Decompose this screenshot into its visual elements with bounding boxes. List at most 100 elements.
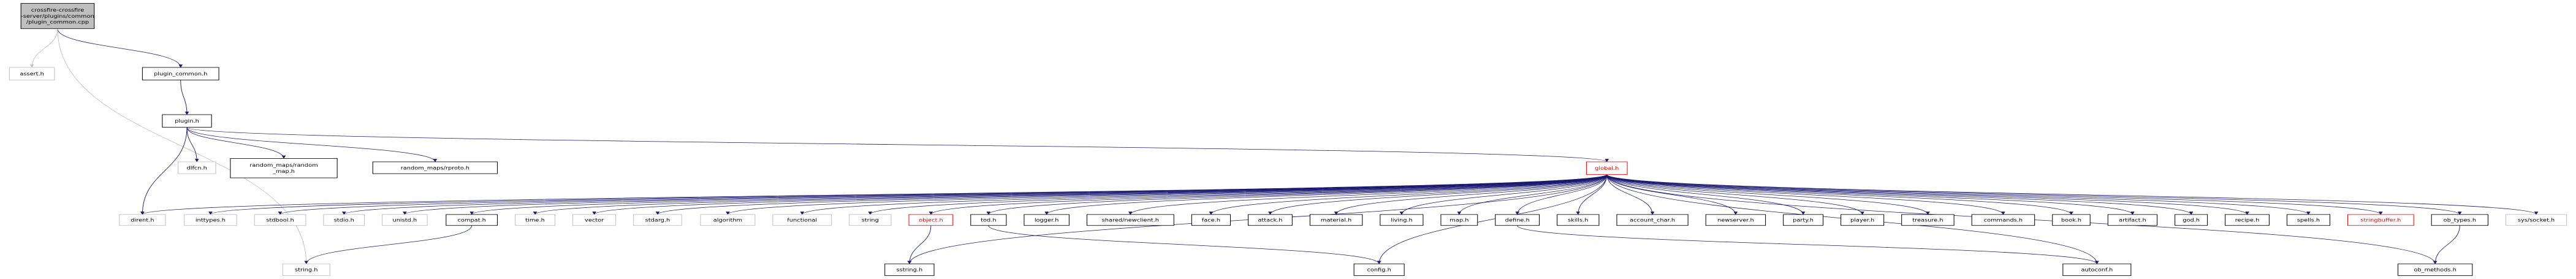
node-label: dirent.h [131,218,154,223]
node-assert[interactable]: assert.h [9,67,55,81]
node-dirent[interactable]: dirent.h [119,214,166,226]
node-ob_types[interactable]: ob_types.h [2431,214,2488,226]
node-label: compat.h [457,218,485,223]
node-inttypes[interactable]: inttypes.h [184,214,237,226]
node-stringbuffer[interactable]: stringbuffer.h [2347,214,2414,226]
node-label: player.h [1850,218,1874,223]
node-autoconf[interactable]: autoconf.h [2062,263,2132,276]
node-label: newserver.h [1717,218,1754,223]
node-box [1705,214,1766,226]
node-label: _map.h [272,169,295,175]
node-god[interactable]: god.h [2175,214,2208,226]
node-config[interactable]: config.h [1353,263,1405,276]
node-box [772,214,832,226]
node-plugin[interactable]: plugin.h [162,114,212,128]
node-book[interactable]: book.h [2052,214,2091,226]
node-label: book.h [2061,218,2081,223]
node-socket[interactable]: sys/socket.h [2506,214,2567,226]
edge-global-to-string_cpp [868,174,1608,215]
edge-global-to-functional [800,174,1608,215]
node-box [230,158,338,178]
node-box [1086,214,1174,226]
node-face[interactable]: face.h [1191,214,1231,226]
node-label: shared/newclient.h [1102,218,1159,223]
node-sstring[interactable]: sstring.h [884,263,935,276]
node-label: global.h [1595,166,1619,172]
node-map[interactable]: map.h [1440,214,1478,226]
edge-global-to-stdarg [655,174,1608,215]
node-party[interactable]: party.h [1783,214,1824,226]
edge-global-to-spells [1606,174,2311,215]
node-box [323,214,365,226]
node-algorithm[interactable]: algorithm [700,214,756,226]
node-box [2175,214,2208,226]
node-label: random_maps/random [249,163,317,169]
node-functional[interactable]: functional [772,214,832,226]
node-stdarg[interactable]: stdarg.h [633,214,682,226]
node-box [282,263,330,276]
edge-global-to-artifact [1606,174,2135,215]
node-plugin_common[interactable]: plugin_common.h [142,67,219,81]
node-label: define.h [1505,218,1530,223]
node-dlfcn[interactable]: dlfcn.h [177,161,216,174]
node-spells[interactable]: spells.h [2286,214,2331,226]
node-skills[interactable]: skills.h [1557,214,1600,226]
node-box [184,214,237,226]
node-label: tod.h [981,218,996,223]
node-stdio[interactable]: stdio.h [323,214,365,226]
node-box [1586,161,1628,175]
node-attack[interactable]: attack.h [1248,214,1293,226]
node-box [382,214,428,226]
edge-global-to-material [1334,174,1608,215]
node-global[interactable]: global.h [1586,161,1628,175]
node-newserver[interactable]: newserver.h [1705,214,1766,226]
node-string_cpp[interactable]: string [849,214,892,226]
node-compat[interactable]: compat.h [446,214,498,226]
node-living[interactable]: living.h [1380,214,1424,226]
node-box [1353,263,1405,276]
node-label: inttypes.h [196,218,226,223]
node-label: string [862,218,879,223]
node-vector[interactable]: vector [572,214,617,226]
node-tod[interactable]: tod.h [970,214,1007,226]
edge-global-to-tod [986,174,1608,215]
node-rproto[interactable]: random_maps/rproto.h [372,161,498,174]
node-material[interactable]: material.h [1309,214,1363,226]
edge-global-to-define [1515,174,1608,215]
node-string_h[interactable]: string.h [282,263,330,276]
node-box [2107,214,2158,226]
dependency-edges [29,28,2539,264]
node-unistd[interactable]: unistd.h [382,214,428,226]
node-box [2062,263,2132,276]
node-stdbool[interactable]: stdbool.h [254,214,306,226]
node-object[interactable]: object.h [908,214,954,226]
edge-global-to-config [1377,174,1608,264]
node-define[interactable]: define.h [1495,214,1540,226]
edge-global-to-newclient [1128,174,1608,215]
edge-global-to-unistd [403,174,1608,215]
node-label: -server/plugins/common [21,14,94,20]
node-recipe[interactable]: recipe.h [2225,214,2270,226]
node-time[interactable]: time.h [515,214,556,226]
node-label: logger.h [1035,218,1059,223]
node-player[interactable]: player.h [1841,214,1885,226]
node-box [700,214,756,226]
node-artifact[interactable]: artifact.h [2107,214,2158,226]
node-ob_methods[interactable]: ob_methods.h [2398,263,2473,276]
node-newclient[interactable]: shared/newclient.h [1086,214,1174,226]
node-random_map[interactable]: random_maps/random_map.h [230,158,338,178]
edge-global-to-vector [592,174,1608,215]
edge-plugin-to-dlfcn [186,127,199,162]
node-account_char[interactable]: account_char.h [1616,214,1689,226]
node-logger[interactable]: logger.h [1024,214,1070,226]
edge-global-to-skills [1576,174,1608,215]
graph-nodes: crossfire-crossfire-server/plugins/commo… [9,3,2567,276]
node-root[interactable]: crossfire-crossfire-server/plugins/commo… [20,3,95,29]
node-treasure[interactable]: treasure.h [1901,214,1955,226]
node-label: god.h [2183,218,2200,223]
node-label: party.h [1793,218,1814,223]
edge-compat-to-string_h [304,225,473,264]
node-box [1901,214,1955,226]
node-label: spells.h [2297,218,2320,223]
node-commands[interactable]: commands.h [1971,214,2035,226]
